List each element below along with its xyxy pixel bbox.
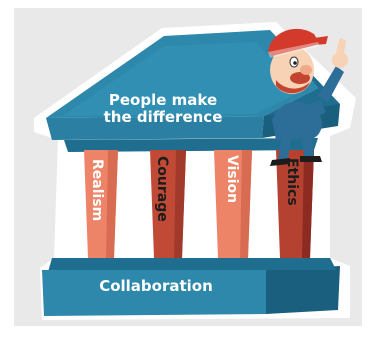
- cartoon-character-icon: [268, 28, 348, 166]
- base-label: Collaboration: [99, 277, 213, 295]
- temple-base: [42, 258, 340, 316]
- pillar-label-vision: Vision: [224, 155, 240, 204]
- pillar-label-ethics: Ethics: [284, 158, 300, 206]
- roof-label: People make the difference: [103, 91, 223, 127]
- pillar-label-courage: Courage: [154, 156, 170, 222]
- temple-beam: [64, 138, 318, 152]
- pillar-label-realism: Realism: [89, 159, 105, 222]
- temple-pillars: [84, 150, 314, 258]
